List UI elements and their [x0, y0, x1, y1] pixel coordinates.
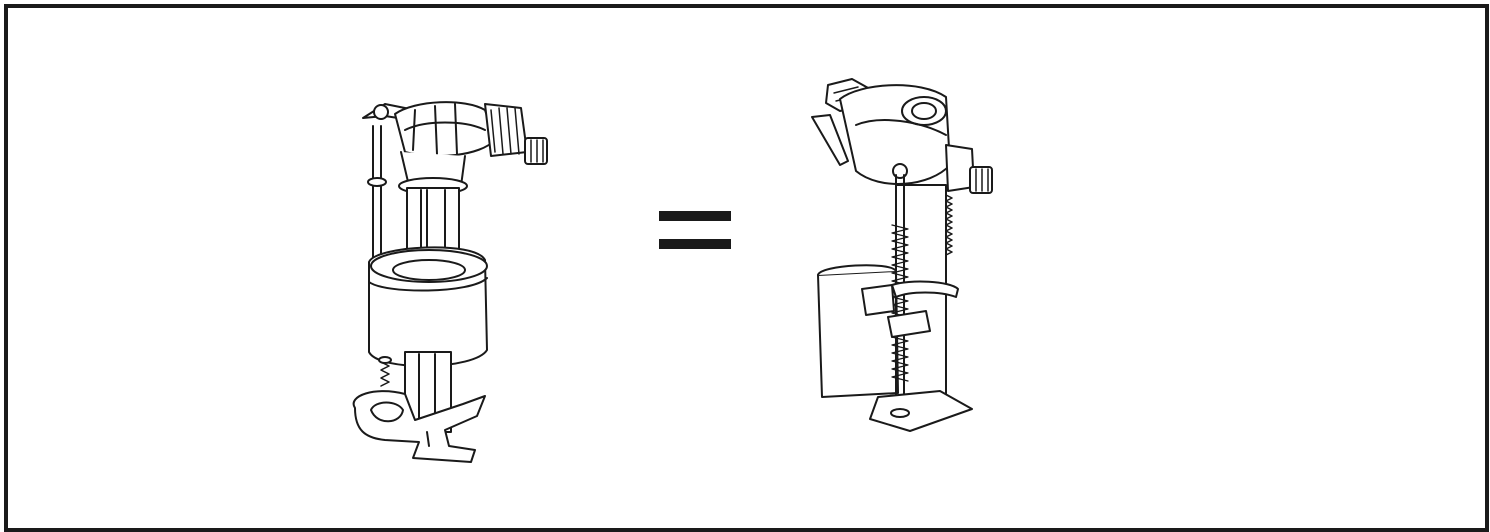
diagram-frame — [4, 4, 1489, 532]
equals-sign — [655, 205, 735, 255]
fill-valve-left-illustration — [345, 90, 575, 470]
fill-valve-right-illustration — [800, 75, 1000, 440]
